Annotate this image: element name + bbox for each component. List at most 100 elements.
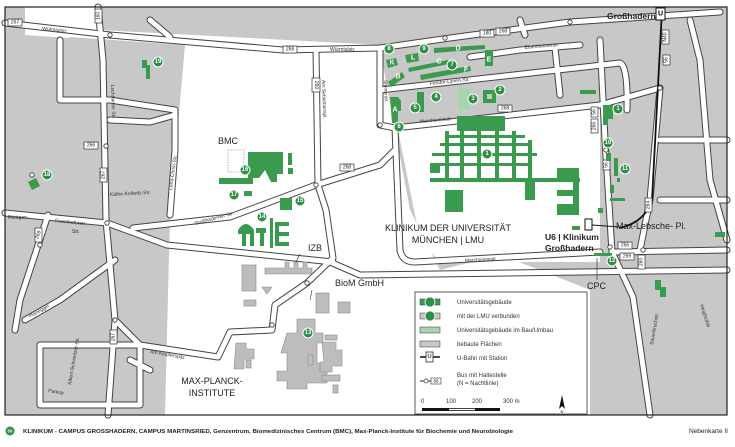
svg-text:268: 268 (501, 106, 510, 112)
svg-text:266: 266 (621, 243, 630, 249)
svg-text:1: 1 (616, 106, 620, 112)
marker-12: 12 (606, 255, 618, 267)
svg-text:2: 2 (498, 87, 502, 93)
scale-bar: 0 100 200 300 m (421, 399, 520, 411)
svg-text:264: 264 (646, 201, 652, 210)
svg-text:Am Sebastianspl.: Am Sebastianspl. (320, 80, 327, 119)
svg-text:U-Bahn mit Station: U-Bahn mit Station (457, 356, 507, 362)
svg-text:B: B (395, 74, 400, 81)
svg-text:266: 266 (87, 143, 96, 149)
svg-text:A: A (392, 107, 397, 114)
marker-18: 18 (41, 169, 53, 181)
svg-text:260: 260 (639, 258, 645, 267)
svg-text:N40: N40 (663, 32, 669, 41)
svg-text:100: 100 (446, 399, 457, 405)
university-buildings (28, 45, 725, 297)
marker-5: 5 (409, 102, 421, 114)
marker-8: 8 (383, 43, 395, 55)
svg-text:56: 56 (604, 162, 610, 168)
svg-text:Marchioninistr.: Marchioninistr. (465, 256, 498, 264)
svg-text:10: 10 (605, 140, 612, 146)
svg-text:160: 160 (96, 12, 102, 21)
legend-bus: 56 Bus mit Haltestelle (N = Nachtlinie) (420, 373, 507, 387)
svg-text:Sauerbruchstr.: Sauerbruchstr. (649, 312, 661, 345)
svg-text:Marchioninistr.: Marchioninistr. (420, 116, 453, 125)
label-biom: BioM GmbH (335, 278, 384, 288)
svg-text:Parkstr.: Parkstr. (48, 388, 66, 397)
map-number-badge: 50 (7, 429, 13, 434)
svg-text:268: 268 (343, 165, 352, 171)
svg-text:267: 267 (111, 333, 117, 342)
svg-text:56: 56 (592, 109, 598, 115)
label-grosshadern: Großhadern (607, 11, 656, 21)
marker-4: 4 (430, 91, 442, 103)
svg-text:6: 6 (397, 124, 401, 130)
svg-text:18: 18 (44, 172, 51, 178)
svg-text:8: 8 (387, 46, 391, 52)
svg-text:56: 56 (664, 57, 670, 63)
svg-text:13: 13 (305, 330, 312, 336)
legend-university: Universitätsgebäude (419, 296, 512, 308)
building-letters: A B C D E F K L (389, 46, 491, 114)
label-max-planck: MAX-PLANCK- (181, 376, 243, 386)
svg-text:7: 7 (450, 62, 454, 68)
svg-text:180: 180 (483, 31, 492, 37)
marker-11: 11 (619, 163, 631, 175)
marker-19: 19 (152, 56, 164, 68)
legend-ubahn: U U-Bahn mit Station (420, 351, 507, 363)
svg-text:267: 267 (11, 20, 20, 26)
marker-15: 15 (294, 195, 306, 207)
other-buildings (227, 149, 351, 394)
svg-text:9: 9 (422, 46, 426, 52)
svg-text:Röntgen-: Röntgen- (8, 215, 29, 221)
marker-7: 7 (446, 59, 458, 71)
ubahn-station-grosshadern[interactable]: U (655, 7, 666, 21)
svg-text:Bus mit Haltestelle: Bus mit Haltestelle (457, 373, 507, 379)
svg-text:15: 15 (297, 198, 304, 204)
label-klinikum: KLINIKUM DER UNIVERSITÄT (385, 223, 512, 233)
svg-text:Würmtalstr.: Würmtalstr. (330, 47, 355, 53)
marker-14: 14 (256, 211, 268, 223)
marker-3: 3 (467, 93, 479, 105)
ubahn-station-klinikum[interactable] (584, 218, 621, 231)
svg-text:0: 0 (421, 399, 425, 405)
svg-text:D: D (455, 46, 460, 53)
svg-text:16: 16 (242, 167, 249, 173)
marker-9: 9 (418, 43, 430, 55)
svg-text:E: E (487, 57, 492, 64)
marker-17: 17 (228, 189, 240, 201)
legend-built-areas: bebaute Flächen (419, 340, 502, 348)
svg-text:U: U (658, 11, 663, 18)
place-labels: BMC KLINIKUM DER UNIVERSITÄT MÜNCHEN | L… (181, 11, 686, 398)
marker-1-north: 1 (612, 103, 624, 115)
svg-text:266: 266 (592, 122, 598, 131)
svg-text:260: 260 (313, 81, 319, 90)
bus-stops (29, 19, 663, 328)
marker-16: 16 (239, 164, 251, 176)
svg-text:INSTITUTE: INSTITUTE (189, 388, 236, 398)
svg-text:Elsenheimerstr.: Elsenheimerstr. (525, 42, 560, 51)
svg-text:17: 17 (231, 192, 238, 198)
legend: Universitätsgebäude mit der LMU verbunde… (414, 291, 588, 415)
footer: 50 KLINIKUM - CAMPUS GROSSHADERN, CAMPUS… (5, 426, 728, 436)
svg-text:C: C (436, 59, 441, 66)
svg-text:4: 4 (434, 94, 438, 100)
svg-text:1: 1 (485, 151, 489, 157)
svg-text:Käthe-Kollwitz-Str.: Käthe-Kollwitz-Str. (110, 190, 151, 198)
building-markers[interactable]: 1 1 2 3 4 5 6 7 8 9 10 11 12 13 14 15 16… (41, 43, 631, 339)
svg-text:Großhadern: Großhadern (545, 243, 594, 253)
map-frame (4, 6, 728, 416)
svg-text:Lochhamer Str.: Lochhamer Str. (109, 85, 116, 119)
sheet-name: Nebenkarte II (689, 428, 728, 435)
label-cpc: CPC (587, 281, 607, 291)
svg-text:Lena-Christ-Str.: Lena-Christ-Str. (168, 155, 179, 191)
svg-text:Würmtalstr.: Würmtalstr. (42, 26, 68, 35)
marker-2: 2 (494, 84, 506, 96)
north-arrow-icon: N (559, 395, 565, 414)
label-izb: IZB (308, 243, 322, 253)
legend-connected: mit der LMU verbunden (419, 310, 520, 322)
svg-text:14: 14 (259, 214, 266, 220)
svg-text:Str.: Str. (72, 229, 80, 235)
marker-1-main: 1 (481, 148, 493, 160)
